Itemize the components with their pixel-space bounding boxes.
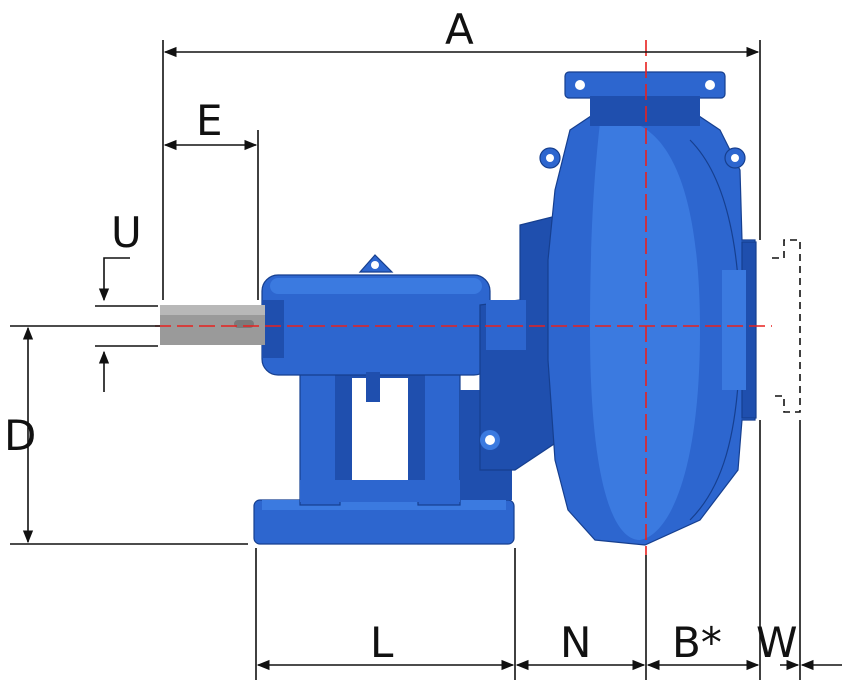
label-W: W — [756, 618, 798, 667]
label-B: B* — [672, 618, 722, 667]
dim-U-leader — [98, 257, 130, 302]
pump-frame — [479, 214, 561, 471]
label-A: A — [445, 5, 474, 54]
label-U: U — [111, 208, 142, 257]
centerlines — [155, 40, 772, 555]
label-E: E — [196, 96, 223, 145]
dimension-labels: A E U D L N B* W — [4, 5, 798, 667]
volute-casing — [539, 71, 757, 546]
optional-suction-outline — [772, 239, 801, 413]
label-L: L — [370, 618, 394, 667]
label-N: N — [560, 618, 591, 667]
discharge-flange — [564, 71, 726, 99]
dimensions — [10, 40, 842, 680]
pump-illustration — [160, 71, 757, 546]
label-D: D — [4, 411, 36, 460]
